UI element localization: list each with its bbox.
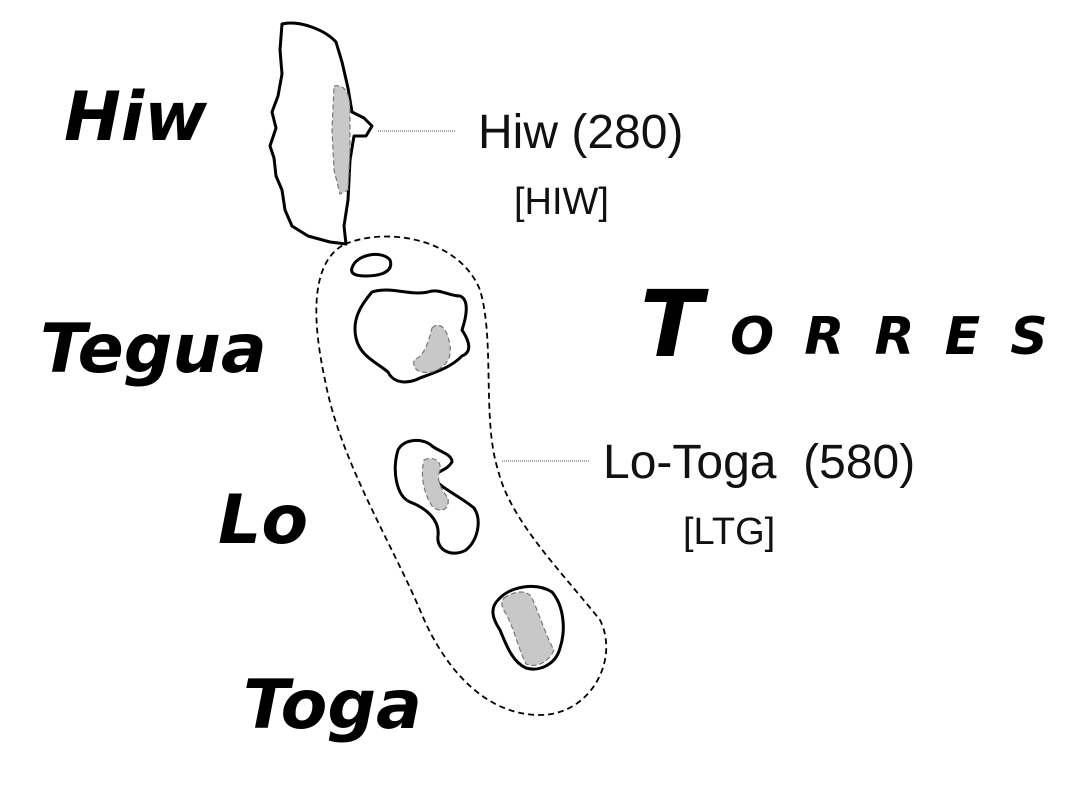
islet: [350, 252, 393, 278]
language-code-lo-toga: [LTG]: [683, 511, 775, 553]
island-name-toga: Toga: [243, 666, 422, 745]
region-name-initial: T: [640, 271, 709, 378]
island-name-hiw: Hiw: [64, 78, 208, 157]
language-code-hiw: [HIW]: [514, 181, 609, 223]
island-name-tegua: Tegua: [40, 310, 267, 389]
lo-toga-language-boundary: [315, 235, 608, 716]
tegua-island: [353, 288, 471, 384]
language-name-lo-toga: Lo-Toga (580): [603, 436, 915, 489]
lo-language-area: [421, 457, 449, 511]
island-name-lo: Lo: [218, 481, 308, 560]
region-name-rest: O R R E S: [730, 307, 1054, 367]
toga-language-area: [501, 591, 555, 667]
hiw-language-area: [331, 85, 351, 195]
hiw-island: [268, 21, 374, 246]
tegua-language-area: [413, 324, 451, 374]
language-name-hiw: Hiw (280): [478, 106, 683, 159]
